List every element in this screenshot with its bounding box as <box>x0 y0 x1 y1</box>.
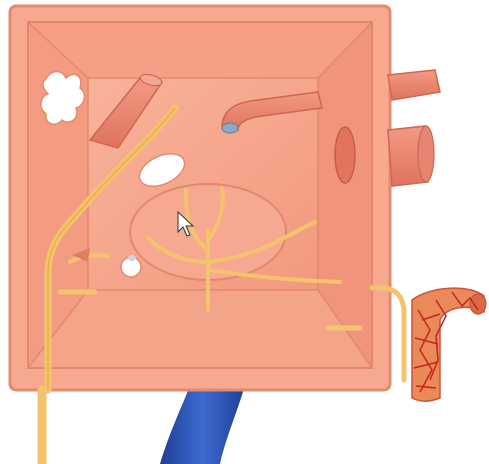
small-vessel-end <box>128 255 136 261</box>
vessel-cut-end <box>222 123 238 133</box>
right-wall-opening <box>335 127 355 183</box>
external-upper-vessel <box>388 70 440 100</box>
vessel-cross-section <box>418 126 434 182</box>
artery-end <box>470 294 486 314</box>
blue-vein <box>160 385 245 464</box>
